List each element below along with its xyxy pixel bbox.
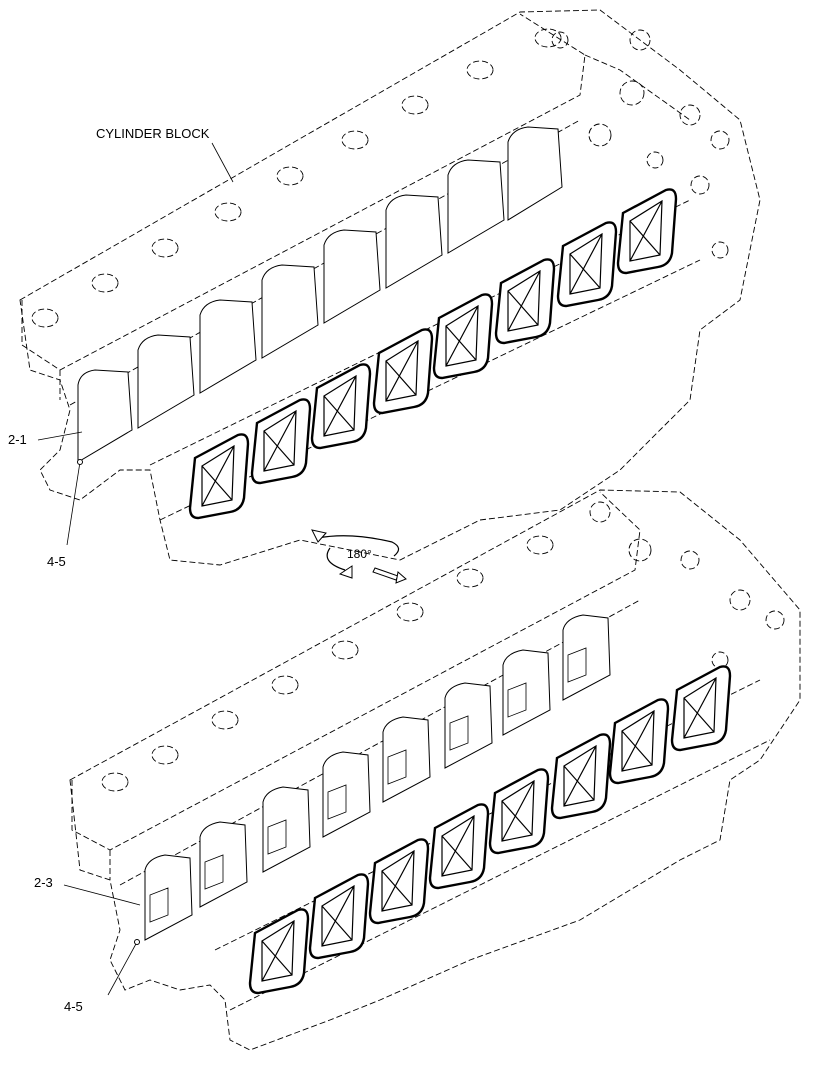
bottom-block-end-details [589, 501, 785, 669]
top-block-end-details [551, 29, 730, 259]
bottom-bolt-part-label: 4-5 [64, 999, 83, 1014]
top-side-covers [77, 126, 563, 463]
top-cover-leader [37, 431, 83, 441]
bottom-cylinder-block [69, 489, 801, 1051]
bottom-bolt-marker [134, 939, 140, 945]
top-bolt-part-label: 4-5 [47, 554, 66, 569]
cylinder-block-leader [211, 142, 234, 183]
cylinder-block-label: CYLINDER BLOCK [96, 126, 210, 141]
top-cylinder-block [19, 9, 761, 566]
top-cover-part-label: 2-1 [8, 432, 27, 447]
rotate-label: 180° [347, 547, 372, 561]
top-inspection-ports [188, 188, 678, 520]
top-bolt-leader [66, 461, 81, 546]
bottom-bolt-leader [107, 941, 138, 996]
rotate-symbol [311, 529, 407, 584]
top-block-bores [31, 28, 562, 328]
bottom-cover-leader [63, 884, 141, 906]
bottom-side-covers [144, 614, 611, 941]
top-bolt-marker [77, 459, 83, 465]
bottom-block-bores [101, 535, 554, 792]
bottom-inspection-ports [248, 665, 732, 995]
bottom-cover-part-label: 2-3 [34, 875, 53, 890]
